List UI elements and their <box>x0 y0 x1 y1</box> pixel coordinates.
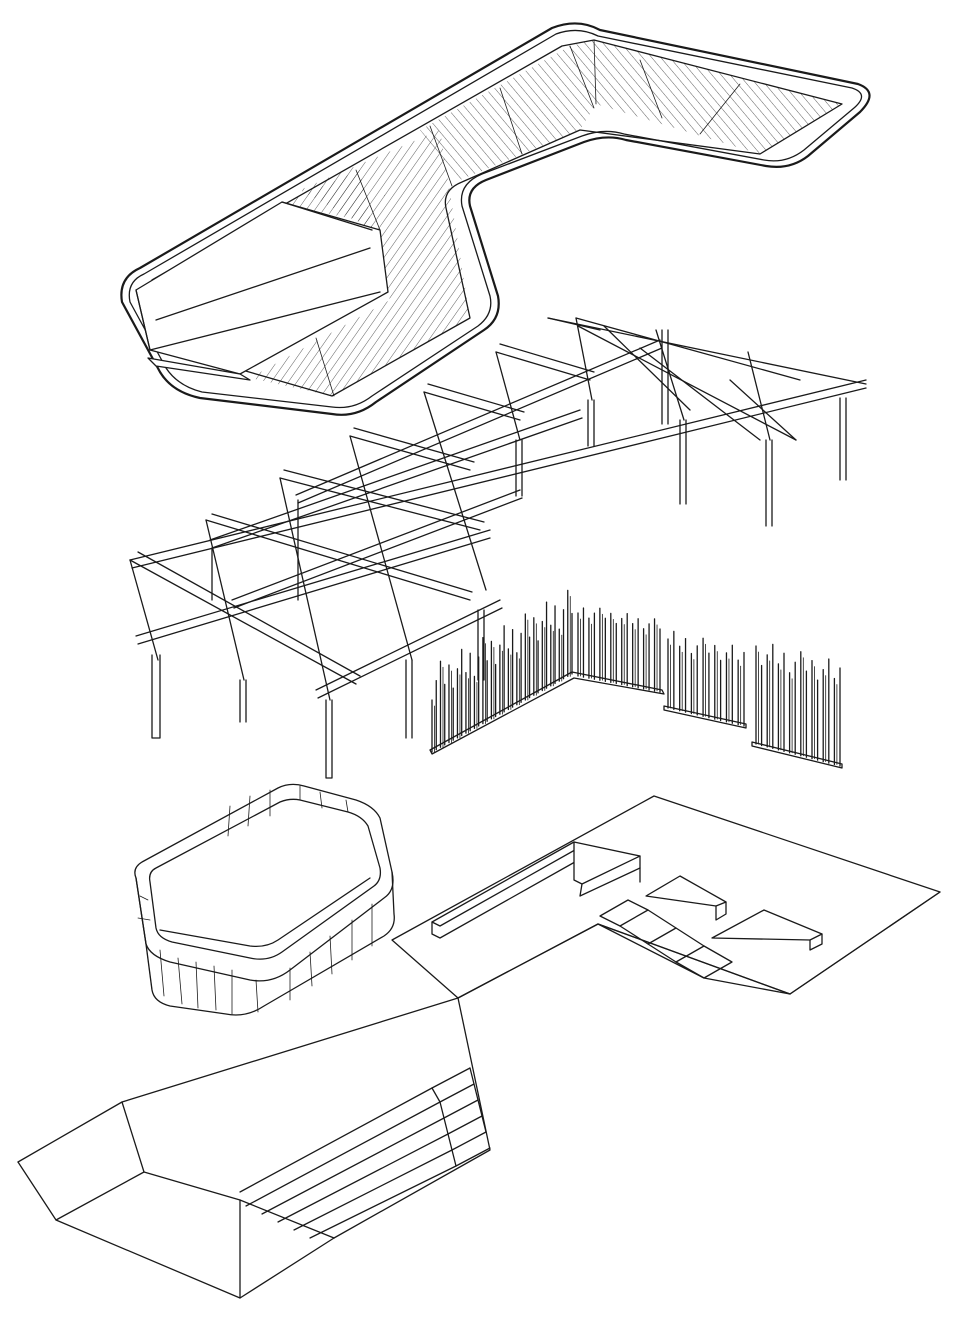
pergola-frame-icon <box>129 317 867 779</box>
rounded-planter-enclosure-icon <box>134 783 395 1016</box>
vertical-slat-screen-icon <box>429 589 843 769</box>
terraced-ground-platform-icon <box>17 795 941 1299</box>
roof-canopy-icon <box>120 22 871 416</box>
